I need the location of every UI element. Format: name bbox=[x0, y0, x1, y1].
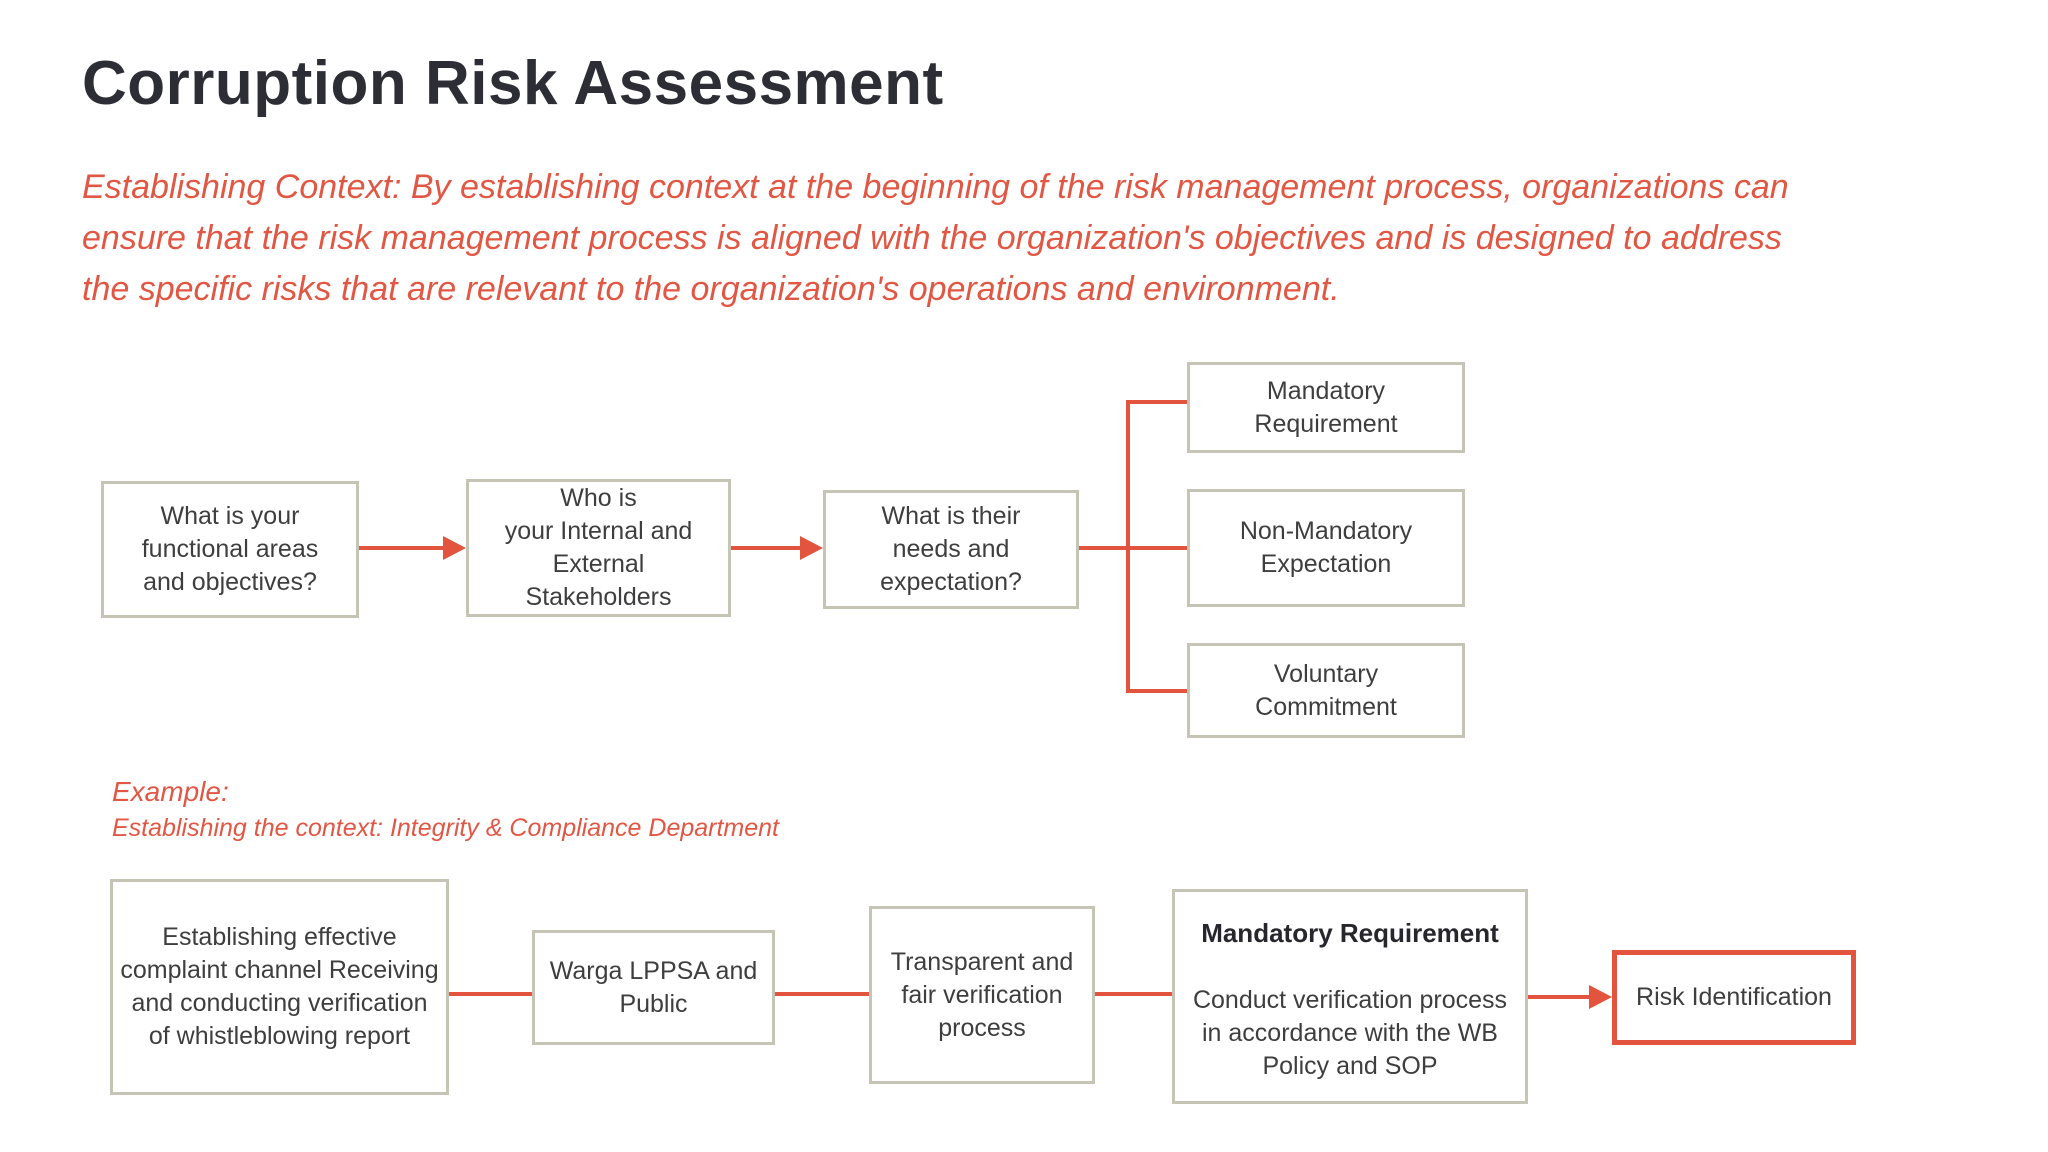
connector-line-4 bbox=[449, 992, 532, 996]
arrow-head-icon bbox=[1589, 985, 1612, 1009]
box-needs-expectation: What is their needs and expectation? bbox=[823, 490, 1079, 609]
box-risk-identification: Risk Identification bbox=[1612, 950, 1856, 1045]
mandatory-requirement-heading: Mandatory Requirement bbox=[1201, 918, 1499, 948]
box-mandatory-requirement: Mandatory Requirement bbox=[1187, 362, 1465, 453]
subtitle-paragraph: Establishing Context: By establishing co… bbox=[82, 162, 1789, 315]
box-complaint-channel: Establishing effective complaint channel… bbox=[110, 879, 449, 1095]
subtitle-line-1: Establishing Context: By establishing co… bbox=[82, 168, 1789, 206]
bracket-stub-top bbox=[1126, 400, 1187, 404]
bracket-stub-bottom bbox=[1126, 689, 1187, 693]
arrow-head-icon bbox=[443, 536, 466, 560]
connector-line-5 bbox=[775, 992, 869, 996]
connector-line-7 bbox=[1528, 995, 1591, 999]
box-voluntary-commitment: Voluntary Commitment bbox=[1187, 643, 1465, 738]
arrow-head-icon bbox=[800, 536, 823, 560]
connector-line-6 bbox=[1095, 992, 1172, 996]
mandatory-requirement-body: Conduct verification process in accordan… bbox=[1192, 986, 1508, 1081]
example-label: Example: bbox=[112, 776, 229, 807]
connector-line-1 bbox=[359, 546, 445, 550]
connector-line-3 bbox=[1079, 546, 1187, 550]
box-stakeholders: Who is your Internal and External Stakeh… bbox=[466, 479, 731, 617]
page-title: Corruption Risk Assessment bbox=[82, 49, 944, 118]
example-caption: Establishing the context: Integrity & Co… bbox=[112, 814, 780, 842]
subtitle-line-2: ensure that the risk management process … bbox=[82, 219, 1782, 257]
box-warga-lppsa: Warga LPPSA and Public bbox=[532, 930, 775, 1045]
bracket-vertical-line bbox=[1126, 400, 1130, 693]
box-transparent-process: Transparent and fair verification proces… bbox=[869, 906, 1095, 1084]
subtitle-line-3: the specific risks that are relevant to … bbox=[82, 270, 1340, 308]
box-mandatory-requirement-example: Mandatory Requirement Conduct verificati… bbox=[1172, 889, 1528, 1104]
connector-line-2 bbox=[731, 546, 802, 550]
box-functional-areas: What is your functional areas and object… bbox=[101, 481, 359, 618]
box-non-mandatory-expectation: Non-Mandatory Expectation bbox=[1187, 489, 1465, 607]
